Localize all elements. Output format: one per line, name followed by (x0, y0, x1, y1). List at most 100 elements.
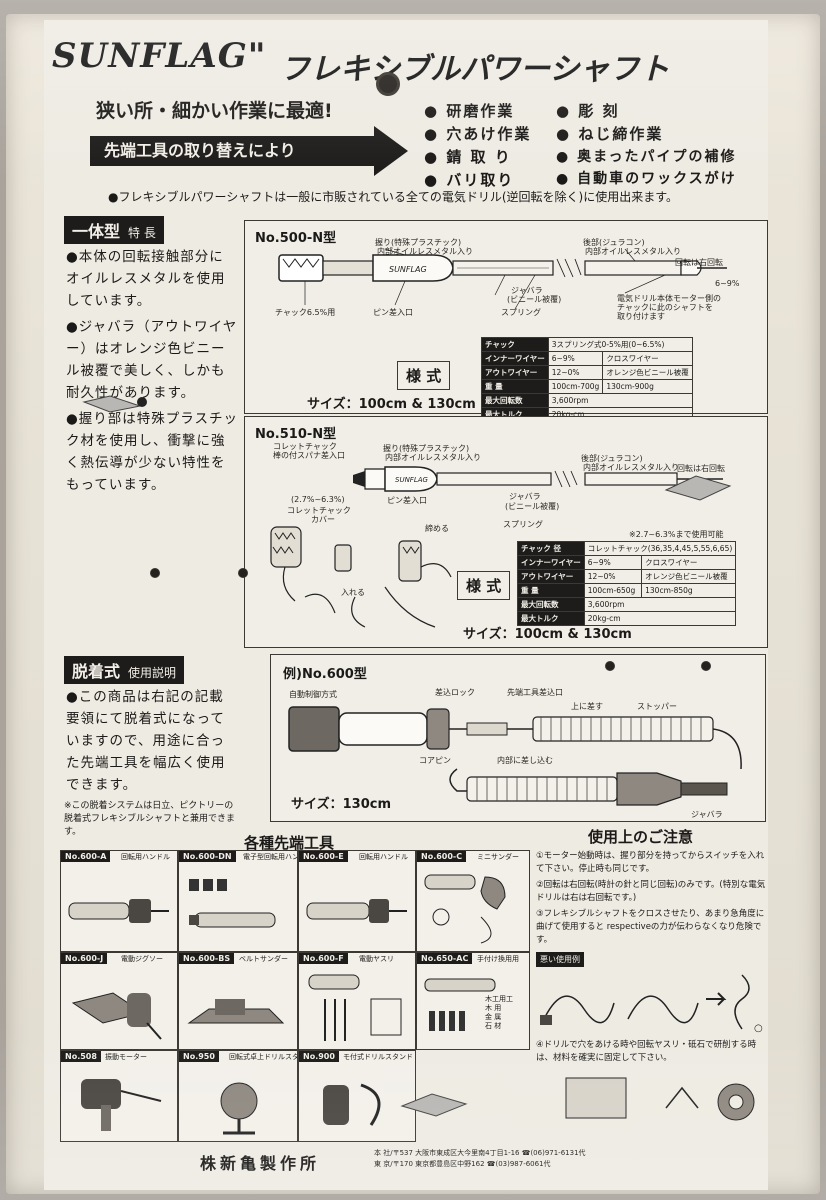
spanner-label: 棒の付スパナ差入口 (273, 451, 345, 460)
tool-image (306, 899, 407, 923)
tool-socket-label: 先端工具差込口 (507, 688, 563, 697)
tool-desc: 回転用ハンドル (359, 853, 408, 861)
collet-range-label: (2.7%~6.3%) (291, 495, 345, 504)
tool-cell: No.600-DN 電子型回転用ハンドル (178, 850, 298, 952)
use-item: ● バリ取り (424, 171, 515, 189)
drill-note-3: 取り付けます (617, 312, 665, 321)
model-600-diagram (288, 706, 742, 806)
tool-cell: No.650-AC 手付け換用用 木工用工 木 用 金 属 石 材 (416, 952, 530, 1050)
uses-list-left: ● 研磨作業 ● 穴あけ作業 ● 錆 取 り ● バリ取り (424, 100, 531, 190)
detachable-note: ※この脱着システムは日立、ピクトリーの脱着式フレキシブルシャフトと兼用できます。 (64, 801, 236, 837)
svg-text:SUNFLAG: SUNFLAG (395, 476, 429, 484)
tools-title: 各種先端工具 (244, 834, 335, 852)
tool-code: No.600-C (417, 851, 467, 862)
tool-code: No.600-J (61, 953, 108, 964)
tool-image (308, 974, 402, 1041)
grip-label: 握り(特殊プラスチック) (383, 444, 470, 453)
bellows-label: ジャバラ (511, 286, 543, 295)
tool-code: No.650-AC (417, 953, 473, 964)
rear-sub-label: 内部オイルレスメタル入り (585, 247, 681, 256)
use-item: ● 自動車のワックスがけ (556, 171, 737, 187)
model-510-name: No.510-N型 (255, 427, 337, 442)
rotation-label: 回転は右回転 (677, 464, 725, 473)
tool-code: No.950 (179, 1051, 219, 1062)
use-item: ● ねじ締作業 (556, 125, 664, 143)
rear-sub-label: 内部オイルレスメタル入り (583, 463, 679, 472)
tool-desc: モ付式ドリルスタンド (343, 1053, 413, 1061)
model-500-spec-title: 様 式 (397, 361, 451, 390)
hanger-clip-icon (400, 1093, 468, 1117)
tool-cell: No.900 モ付式ドリルスタンド (298, 1050, 416, 1142)
card-punch-hole (238, 568, 248, 578)
tool-image (424, 874, 506, 944)
bellows-label: ジャバラ (691, 810, 723, 819)
tool-cell: No.600-F 電動ヤスリ (298, 952, 416, 1050)
hanging-hole (376, 72, 400, 96)
company-address: 本 社/〒537 大阪市東成区大今里南4丁目1-16 ☎(06)971-6131… (374, 1149, 586, 1168)
feature-item: ●ジャバラ（アウトワイヤー）はオレンジ色ビニール被覆で美しく、しかも耐久性があり… (66, 319, 238, 401)
tool-desc: ベルトサンダー (239, 955, 288, 963)
tool-code: No.600-E (299, 851, 348, 862)
hanger-clip-icon (82, 395, 147, 413)
caution-item: ②回転は右回転(時計の針と同じ回転)のみです。(特別な電気ドリルは右は右回転です… (536, 880, 766, 903)
bellows-label: ジャバラ (509, 492, 541, 501)
feature-item: ●握り部は特殊プラスチック材を使用し、衝撃に強く熱伝導が少ない特性をもっています… (66, 411, 239, 493)
tool-desc: ミニサンダー (477, 853, 519, 861)
model-510-spec-title: 様 式 (457, 571, 511, 600)
bad-use-diagram: ○ (540, 974, 763, 1034)
model-500-name: No.500-N型 (255, 231, 337, 246)
caution-list: ①モーター始動時は、握り部分を持ってからスイッチを入れて下さい。停止時も同じです… (536, 850, 772, 1128)
model-510-diagram: SUNFLAG (270, 466, 723, 628)
tool-cell: No.600-A 回転用ハンドル (60, 850, 178, 952)
insert-up-label: 上に差す (571, 702, 603, 711)
caution-title: 使用上のご注意 (588, 828, 694, 846)
model-510-spec-table: チャック 径コレットチャック(36,35,4,45,5,55,6,65) インナ… (517, 541, 737, 626)
auto-control-label: 自動制御方式 (289, 690, 337, 699)
tool-image (220, 1082, 258, 1135)
detachable-heading: 脱着式使用説明 (64, 656, 185, 684)
hanger-clip-icon (664, 475, 732, 501)
good-mark: ○ (754, 1023, 763, 1034)
tool-cell: No.600-E 回転用ハンドル (298, 850, 416, 952)
core-pin-label: コアピン (419, 756, 451, 765)
tool-code: No.600-F (299, 953, 348, 964)
model-500-panel: No.500-N型 SUNFLAG 握り(特殊プラスチック) 内部オイルレスメタ… (244, 220, 768, 422)
card-punch-hole (150, 568, 160, 578)
bellows-sub-label: (ビニール被覆) (505, 502, 560, 511)
insert-inside-label: 内部に差し込む (497, 756, 553, 765)
caution-item: ④ドリルで穴をあける時や回転ヤスリ・砥石で研削する時は、材料を確実に固定して下さ… (536, 1040, 757, 1063)
brand-logo: SUNFLAG" (52, 36, 267, 76)
model-500-diagram: SUNFLAG (278, 248, 727, 310)
pin-label: ピン差入口 (387, 496, 427, 505)
card-punch-hole (701, 661, 711, 671)
svg-text:SUNFLAG: SUNFLAG (389, 265, 427, 274)
tool-cell: No.950 回転式卓上ドリルスタンド (178, 1050, 298, 1142)
tool-code: No.600-DN (179, 851, 236, 862)
tool-material-list: 木工用工 木 用 金 属 石 材 (485, 995, 513, 1030)
tool-image (68, 899, 169, 923)
drill-note-2: チャックに此のシャフトを (617, 303, 713, 312)
tagline: 狭い所・細かい作業に最適! (96, 100, 333, 122)
company-name: 株新亀製作所 (200, 1154, 321, 1173)
tool-code: No.508 (61, 1051, 101, 1062)
tool-desc: 振動モーター (105, 1053, 147, 1061)
rear-label: 後部(ジュラコン) (583, 238, 645, 247)
spring-label: スプリング (501, 308, 541, 317)
detachable-text: ●この商品は右記の記載要領にて脱着式になっていますので、用途に合った先端工具を幅… (66, 689, 226, 793)
tools-grid: No.600-A 回転用ハンドル No.600-DN 電子型回転用ハンドル No… (60, 850, 530, 1142)
collet-range-note: ※2.7~6.3%まで使用可能 (629, 530, 724, 539)
tool-cell: No.600-C ミニサンダー (416, 850, 530, 952)
wire-size-label: 6~9% (715, 279, 740, 288)
tool-image (424, 978, 496, 1031)
model-600-name: 例)No.600型 (283, 667, 367, 682)
tool-code: No.900 (299, 1051, 339, 1062)
integral-type-heading: 一体型特 長 (64, 216, 164, 244)
